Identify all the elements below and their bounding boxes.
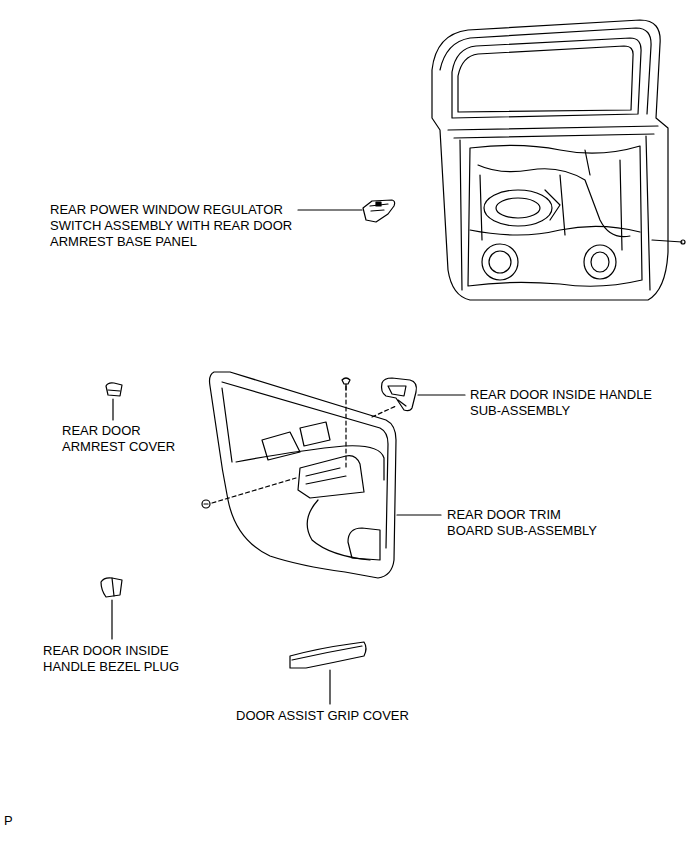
inside-handle	[382, 378, 417, 411]
bezel-plug	[101, 578, 122, 597]
screws	[202, 378, 350, 508]
part-name: REAR DOOR INSIDE HANDLE BEZEL PLUG	[43, 643, 193, 675]
part-name: REAR POWER WINDOW REGULATOR SWITCH ASSEM…	[50, 202, 300, 250]
part-name: DOOR ASSIST GRIP COVER	[236, 708, 476, 724]
grip-cover	[290, 642, 366, 668]
part-name: REAR DOOR TRIM BOARD SUB-ASSEMBLY	[447, 507, 609, 539]
trim-board	[210, 372, 397, 578]
part-name: REAR DOOR ARMREST COVER	[62, 423, 187, 455]
door-panel	[432, 20, 685, 300]
window-switch	[363, 200, 395, 222]
figure-code: P	[4, 813, 24, 829]
leader-lines	[112, 210, 465, 704]
part-name: REAR DOOR INSIDE HANDLE SUB-ASSEMBLY	[470, 387, 655, 419]
armrest-cover	[106, 383, 122, 396]
